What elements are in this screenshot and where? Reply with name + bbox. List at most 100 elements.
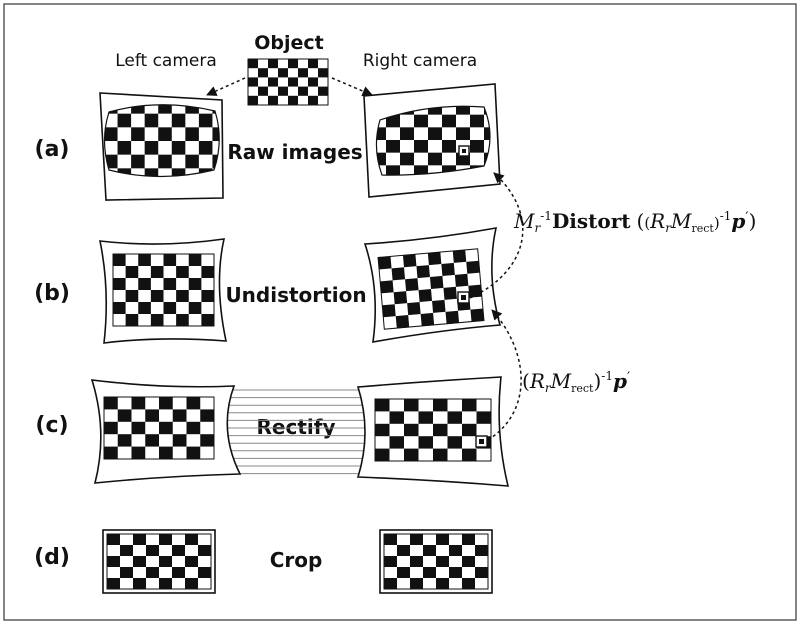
checker-square xyxy=(172,567,186,579)
checker-square xyxy=(380,280,394,294)
checker-square xyxy=(131,113,145,128)
checker-square xyxy=(376,165,387,176)
checker-square xyxy=(150,254,164,267)
checker-square xyxy=(125,290,139,303)
checker-square xyxy=(475,567,489,579)
checker-square xyxy=(171,113,186,128)
checker-square xyxy=(188,266,202,279)
checker-square xyxy=(104,434,119,447)
checker-square xyxy=(113,266,126,279)
checker-square xyxy=(475,534,489,546)
checker-square xyxy=(176,290,190,303)
checker-square xyxy=(201,302,215,315)
checker-square xyxy=(397,545,411,557)
checker-square xyxy=(470,308,485,322)
checker-square xyxy=(393,291,408,305)
checker-square xyxy=(423,578,437,590)
checker-square xyxy=(447,448,463,462)
checker-square xyxy=(159,397,174,410)
checker-square xyxy=(390,255,405,269)
checker-square xyxy=(104,127,118,142)
undistorted-left-checkerboard xyxy=(112,253,215,327)
checker-square xyxy=(120,534,134,546)
checker-square xyxy=(433,311,447,326)
checker-square xyxy=(397,534,411,546)
checker-square xyxy=(453,261,468,276)
checker-square xyxy=(404,399,419,412)
checker-square xyxy=(475,545,489,557)
checker-square xyxy=(428,263,443,278)
checker-square xyxy=(404,448,419,462)
checker-square xyxy=(436,578,450,590)
checker-square xyxy=(468,284,483,298)
checker-square xyxy=(117,154,132,169)
arrow-undistorted-to-raw xyxy=(469,172,524,299)
checker-square xyxy=(258,86,269,97)
checker-square xyxy=(258,95,269,106)
checkerboard-outline xyxy=(247,58,329,106)
checker-square xyxy=(150,278,164,291)
checker-square xyxy=(248,59,259,69)
checker-square xyxy=(200,409,215,423)
checker-square xyxy=(423,534,437,546)
checker-square xyxy=(318,86,329,97)
checker-square xyxy=(375,399,390,412)
checker-square xyxy=(476,448,492,462)
checker-square xyxy=(308,68,319,78)
checker-square xyxy=(475,556,489,568)
checker-square xyxy=(384,534,398,546)
checker-square xyxy=(376,127,387,141)
checker-square xyxy=(436,534,450,546)
checker-square xyxy=(414,106,429,115)
checker-square xyxy=(397,578,411,590)
checker-square xyxy=(402,254,417,268)
checker-square xyxy=(158,113,173,128)
checker-square xyxy=(400,152,415,166)
checker-square xyxy=(449,556,463,568)
checker-square xyxy=(198,154,213,169)
checker-square xyxy=(442,152,457,166)
undistorted-right-checkerboard xyxy=(377,248,485,330)
checker-square xyxy=(125,314,139,327)
checker-square xyxy=(131,397,146,410)
checker-square xyxy=(288,95,299,106)
checker-square xyxy=(113,302,126,315)
checker-square xyxy=(384,567,398,579)
checker-square xyxy=(386,140,401,153)
checker-square xyxy=(404,423,419,437)
checker-square xyxy=(442,127,457,141)
checker-square xyxy=(133,545,147,557)
checker-square xyxy=(442,140,457,153)
checker-square xyxy=(476,399,492,412)
checkerboard-outline xyxy=(106,533,212,590)
checker-square xyxy=(117,397,132,410)
checker-square xyxy=(258,59,269,69)
checker-square xyxy=(418,399,434,412)
checker-square xyxy=(376,114,387,128)
checker-square xyxy=(125,266,139,279)
checker-square xyxy=(381,292,396,306)
checker-square xyxy=(159,446,174,460)
checker-square xyxy=(404,411,419,425)
checker-square xyxy=(457,309,472,323)
checker-square xyxy=(442,165,457,176)
checker-square xyxy=(138,266,152,279)
checker-square xyxy=(476,423,492,437)
checker-square xyxy=(484,140,490,153)
checker-square xyxy=(414,165,429,176)
raw-left-checkerboard xyxy=(104,104,220,177)
checker-square xyxy=(198,567,212,579)
checker-square xyxy=(308,86,319,97)
checker-square xyxy=(429,275,444,290)
checker-square xyxy=(392,279,407,293)
checker-square xyxy=(186,409,201,423)
checker-square xyxy=(423,556,437,568)
checker-square xyxy=(212,113,220,128)
formula-rectify-inverse: (RrMrect)-1p′ xyxy=(522,369,630,395)
checker-square xyxy=(462,578,476,590)
checker-square xyxy=(278,59,289,69)
checker-square xyxy=(397,556,411,568)
left-camera-label: Left camera xyxy=(115,51,217,71)
